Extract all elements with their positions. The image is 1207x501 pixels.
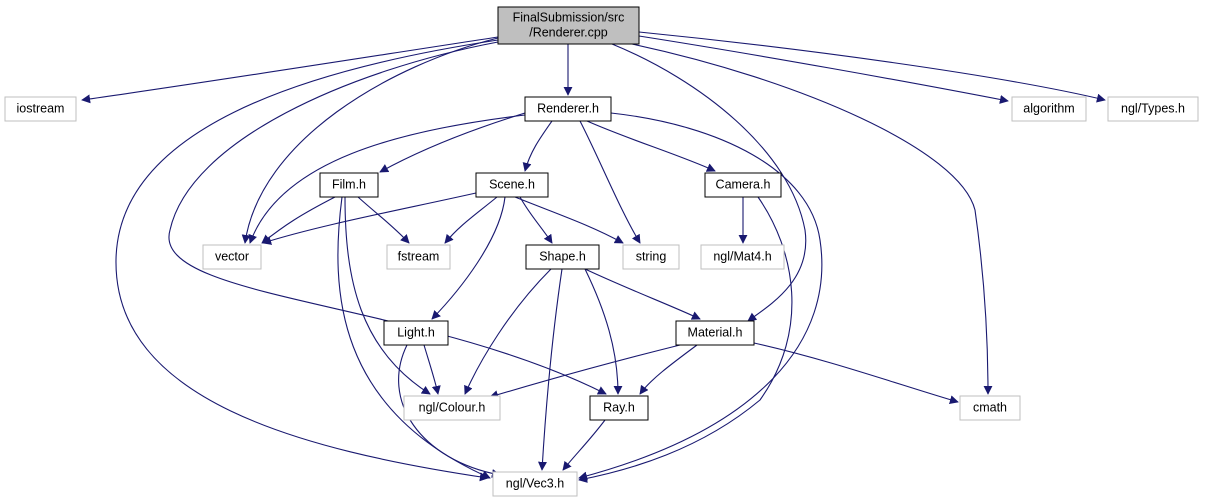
- node-label: FinalSubmission/src: [513, 10, 625, 24]
- node-box: [202, 244, 262, 270]
- node-label: Camera.h: [716, 177, 771, 191]
- node-label: cmath: [973, 400, 1007, 414]
- node-box: [700, 244, 785, 270]
- edge-ray_h-to-ngl_vec3: [562, 419, 606, 471]
- edge-film_h-to-fstream: [357, 196, 410, 244]
- node-box: [1011, 96, 1087, 122]
- node-box: [959, 395, 1021, 421]
- node-box: [386, 244, 451, 270]
- node-renderer_cpp[interactable]: FinalSubmission/src/Renderer.cpp: [497, 6, 640, 45]
- node-iostream[interactable]: iostream: [4, 96, 77, 122]
- node-label: ngl/Types.h: [1121, 101, 1185, 115]
- node-camera_h[interactable]: Camera.h: [704, 172, 782, 198]
- node-fstream[interactable]: fstream: [386, 244, 451, 270]
- nodes-layer: FinalSubmission/src/Renderer.cpp iostream…: [4, 6, 1199, 497]
- node-box: [475, 172, 549, 198]
- node-label: vector: [215, 249, 249, 263]
- node-material_h[interactable]: Material.h: [675, 320, 755, 346]
- node-box: [492, 471, 578, 497]
- node-cmath[interactable]: cmath: [959, 395, 1021, 421]
- edge-material_h-to-cmath: [753, 342, 959, 405]
- node-label: fstream: [398, 249, 440, 263]
- node-box: [622, 244, 680, 270]
- edge-material_h-to-ngl_colour: [489, 344, 681, 399]
- edge-renderer_cpp-to-cmath: [631, 43, 993, 395]
- node-label: ngl/Colour.h: [419, 400, 486, 414]
- edges-layer: [81, 31, 1106, 483]
- edge-light_h-to-ngl_colour: [423, 344, 441, 395]
- edge-renderer_h-to-film_h: [379, 112, 526, 173]
- node-label: algorithm: [1023, 101, 1074, 115]
- node-ngl_colour[interactable]: ngl/Colour.h: [403, 395, 501, 421]
- node-label: Material.h: [688, 325, 743, 339]
- node-label: ngl/Mat4.h: [713, 249, 771, 263]
- edge-renderer_h-to-scene_h: [522, 120, 553, 172]
- edge-renderer_cpp-to-ngl_types: [638, 31, 1106, 103]
- node-label: iostream: [17, 101, 65, 115]
- node-shape_h[interactable]: Shape.h: [525, 244, 600, 270]
- edge-shape_h-to-material_h: [584, 268, 701, 320]
- node-vector[interactable]: vector: [202, 244, 262, 270]
- node-label: Shape.h: [539, 249, 586, 263]
- node-label: Light.h: [397, 325, 435, 339]
- edge-scene_h-to-string: [514, 196, 624, 244]
- node-ngl_vec3[interactable]: ngl/Vec3.h: [492, 471, 578, 497]
- node-box: [383, 320, 449, 346]
- edge-renderer_h-to-vector: [248, 114, 526, 244]
- edge-film_h-to-vector: [261, 196, 336, 244]
- edge-film_h-to-ngl_colour: [344, 196, 431, 395]
- edge-renderer_h-to-string: [579, 120, 641, 244]
- node-renderer_h[interactable]: Renderer.h: [524, 96, 612, 122]
- node-box: [704, 172, 782, 198]
- edge-shape_h-to-ray_h: [584, 268, 623, 395]
- edge-renderer_cpp-to-vector: [241, 37, 499, 244]
- node-label: string: [636, 249, 667, 263]
- node-light_h[interactable]: Light.h: [383, 320, 449, 346]
- node-label: /Renderer.cpp: [529, 25, 608, 39]
- node-ray_h[interactable]: Ray.h: [589, 395, 649, 421]
- edge-material_h-to-ray_h: [639, 344, 698, 395]
- node-scene_h[interactable]: Scene.h: [475, 172, 549, 198]
- edge-renderer_cpp-to-ngl_vec3: [115, 39, 499, 482]
- edge-renderer_cpp-to-algorithm: [638, 35, 1009, 104]
- node-label: Scene.h: [489, 177, 535, 191]
- node-box: [525, 244, 600, 270]
- node-box: [4, 96, 77, 122]
- node-box: [524, 96, 612, 122]
- node-label: Film.h: [332, 177, 366, 191]
- edge-renderer_cpp-to-material_h: [611, 43, 807, 322]
- edge-scene_h-to-shape_h: [519, 196, 553, 244]
- node-label: Ray.h: [603, 400, 635, 414]
- node-box: [497, 6, 640, 45]
- node-box: [1107, 96, 1199, 122]
- edge-renderer_h-to-camera_h: [586, 120, 716, 172]
- edge-light_h-to-ngl_vec3: [398, 344, 501, 478]
- edge-scene_h-to-vector: [262, 192, 477, 245]
- node-film_h[interactable]: Film.h: [319, 172, 379, 198]
- edge-shape_h-to-ngl_colour: [464, 268, 552, 395]
- node-box: [675, 320, 755, 346]
- edge-renderer_cpp-to-iostream: [81, 36, 499, 104]
- node-label: Renderer.h: [537, 101, 599, 115]
- node-algorithm[interactable]: algorithm: [1011, 96, 1087, 122]
- node-box: [319, 172, 379, 198]
- node-box: [589, 395, 649, 421]
- node-label: ngl/Vec3.h: [506, 476, 564, 490]
- node-ngl_types[interactable]: ngl/Types.h: [1107, 96, 1199, 122]
- edge-renderer_h-to-ngl_vec3: [578, 112, 823, 481]
- edge-shape_h-to-ngl_vec3: [537, 268, 563, 471]
- node-string[interactable]: string: [622, 244, 680, 270]
- edge-scene_h-to-fstream: [444, 196, 498, 244]
- edge-scene_h-to-light_h: [431, 196, 506, 320]
- node-box: [403, 395, 501, 421]
- node-ngl_mat4[interactable]: ngl/Mat4.h: [700, 244, 785, 270]
